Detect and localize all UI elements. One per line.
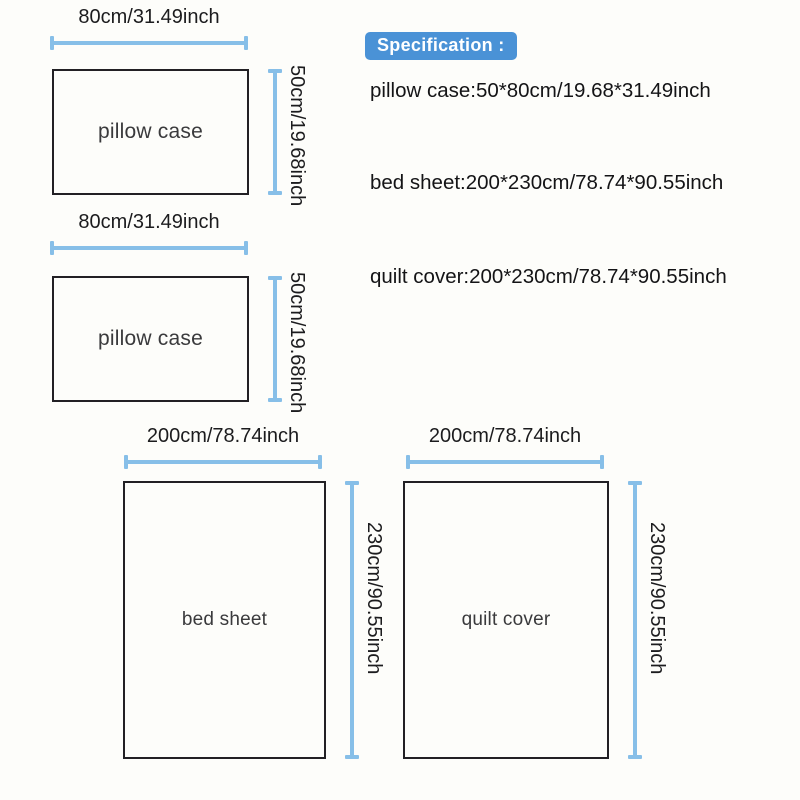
- dimension-bar: [50, 41, 248, 45]
- dimension-cap-right: [244, 241, 248, 255]
- pillow-case-2-width-dimension-line: [50, 241, 248, 255]
- dimension-bar: [406, 460, 604, 464]
- pillow-case-1-box: pillow case: [52, 69, 249, 195]
- dimension-cap-right: [244, 36, 248, 50]
- dimension-bar: [273, 276, 277, 402]
- pillow-case-2-box: pillow case: [52, 276, 249, 402]
- specification-badge: Specification :: [365, 32, 517, 60]
- dimension-cap-bottom: [628, 755, 642, 759]
- specification-line-quilt-cover: quilt cover:200*230cm/78.74*90.55inch: [370, 265, 727, 288]
- quilt-cover-box: quilt cover: [403, 481, 609, 759]
- dimension-bar: [350, 481, 354, 759]
- dimension-cap-bottom: [345, 755, 359, 759]
- specification-line-bed-sheet: bed sheet:200*230cm/78.74*90.55inch: [370, 171, 724, 194]
- pillow-case-1-width-dimension-line: [50, 36, 248, 50]
- dimension-cap-right: [600, 455, 604, 469]
- pillow-case-2-label: pillow case: [98, 327, 203, 350]
- quilt-cover-height-dimension-line: [628, 481, 642, 759]
- bed-sheet-height-dimension-line: [345, 481, 359, 759]
- bed-sheet-width-label: 200cm/78.74inch: [146, 425, 300, 447]
- quilt-cover-label: quilt cover: [461, 609, 551, 630]
- bed-sheet-width-dimension-line: [124, 455, 322, 469]
- dimension-bar: [124, 460, 322, 464]
- bed-sheet-label: bed sheet: [181, 609, 268, 630]
- pillow-case-1-label: pillow case: [98, 120, 203, 143]
- pillow-case-2-height-label: 50cm/19.68inch: [286, 272, 308, 414]
- bed-sheet-box: bed sheet: [123, 481, 326, 759]
- dimension-bar: [273, 69, 277, 195]
- pillow-case-2-height-dimension-line: [268, 276, 282, 402]
- dimension-cap-bottom: [268, 191, 282, 195]
- dimension-cap-bottom: [268, 398, 282, 402]
- pillow-case-2-width-label: 80cm/31.49inch: [78, 211, 220, 233]
- pillow-case-1-width-label: 80cm/31.49inch: [78, 6, 220, 28]
- pillow-case-1-height-dimension-line: [268, 69, 282, 195]
- bed-sheet-height-label: 230cm/90.55inch: [363, 522, 385, 675]
- specification-line-pillow-case: pillow case:50*80cm/19.68*31.49inch: [370, 79, 711, 102]
- pillow-case-1-height-label: 50cm/19.68inch: [286, 65, 308, 207]
- quilt-cover-width-label: 200cm/78.74inch: [428, 425, 582, 447]
- dimension-bar: [50, 246, 248, 250]
- specification-panel: Specification : pillow case:50*80cm/19.6…: [365, 32, 785, 288]
- dimension-bar: [633, 481, 637, 759]
- dimension-cap-right: [318, 455, 322, 469]
- quilt-cover-height-label: 230cm/90.55inch: [646, 522, 668, 675]
- quilt-cover-width-dimension-line: [406, 455, 604, 469]
